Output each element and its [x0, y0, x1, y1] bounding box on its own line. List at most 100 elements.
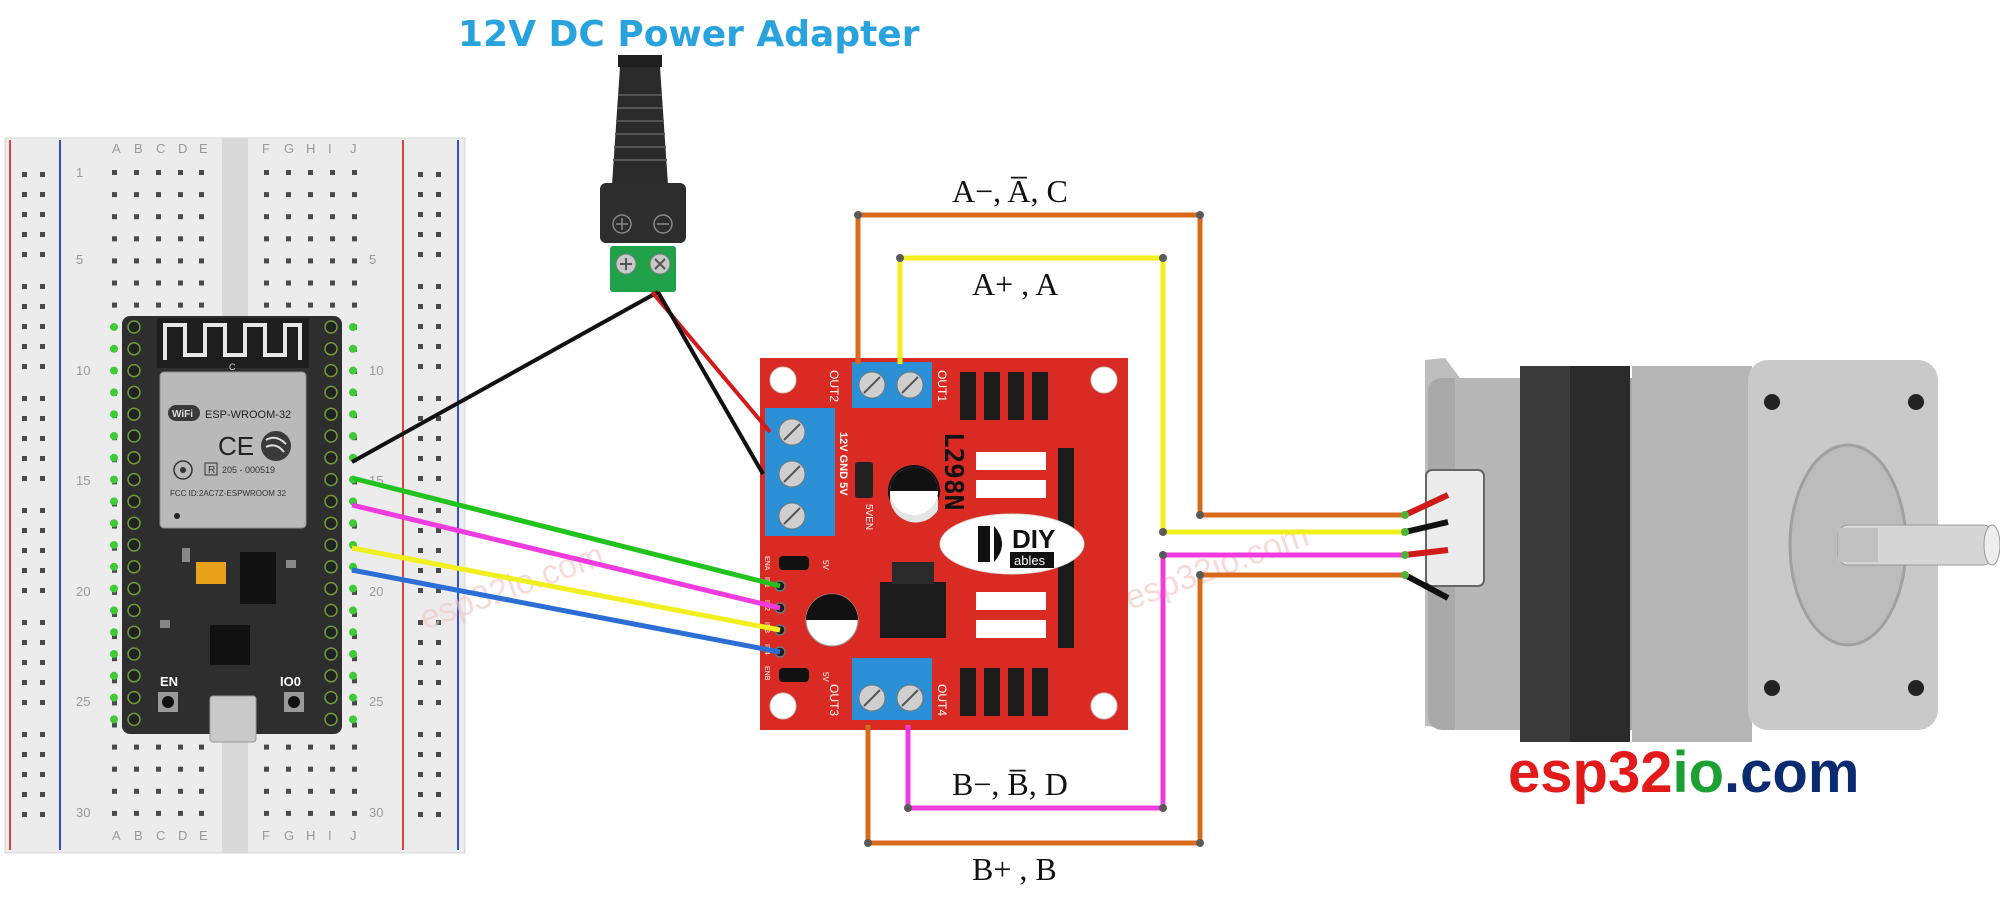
- en-button[interactable]: [158, 692, 178, 712]
- breadboard-hole: [112, 634, 117, 640]
- breadboard-contact: [110, 628, 118, 637]
- breadboard-hole: [352, 589, 357, 595]
- header-pin: [127, 429, 141, 443]
- breadboard-hole: [286, 766, 291, 772]
- breadboard-hole: [178, 744, 183, 750]
- header-pin: [324, 320, 338, 334]
- breadboard-hole: [352, 700, 357, 706]
- row-number: 20: [369, 584, 383, 599]
- breadboard-hole: [308, 236, 313, 242]
- breadboard-hole: [286, 788, 291, 794]
- breadboard-column-letters: A B C D E F G H I J A B C D E F G H I J: [112, 141, 357, 843]
- rail-hole: [40, 172, 45, 177]
- breadboard-hole: [308, 302, 313, 308]
- rail-hole: [436, 588, 441, 593]
- breadboard-hole: [178, 810, 183, 816]
- breadboard-contact: [110, 432, 118, 440]
- rail-hole: [418, 436, 423, 441]
- rail-hole: [22, 528, 27, 533]
- rail-hole: [418, 364, 423, 369]
- breadboard-hole: [330, 744, 335, 750]
- rail-hole: [436, 548, 441, 553]
- rail-hole: [22, 812, 27, 817]
- header-pin: [324, 669, 338, 683]
- rail-hole: [436, 252, 441, 257]
- rail-hole: [436, 192, 441, 197]
- brand-part3: .com: [1724, 740, 1859, 805]
- row-number: 25: [76, 694, 90, 709]
- col-letter: D: [178, 828, 187, 843]
- rail-hole: [418, 528, 423, 533]
- rail-hole: [40, 792, 45, 797]
- header-pin: [127, 603, 141, 618]
- esp32-board: C WiFi ESP-WROOM-32 CE R 205 - 000519 FC…: [110, 316, 357, 743]
- header-pin: [324, 363, 338, 378]
- rail-hole: [418, 752, 423, 757]
- header-pin: [324, 342, 338, 356]
- header-pin: [324, 429, 338, 443]
- breadboard-contact: [110, 323, 118, 331]
- out3-label: OUT3: [827, 684, 841, 716]
- diagram-title: 12V DC Power Adapter: [458, 14, 920, 55]
- rail-hole: [418, 252, 423, 257]
- dc-power-jack: [600, 55, 686, 292]
- breadboard-hole: [286, 258, 291, 264]
- esp32-pin-headers: [110, 320, 357, 727]
- io0-button[interactable]: [284, 692, 304, 712]
- header-pin: [127, 690, 141, 705]
- col-letter: F: [262, 828, 270, 843]
- breadboard-hole: [352, 788, 357, 794]
- header-pin: [127, 538, 141, 552]
- breadboard-hole: [286, 810, 291, 816]
- header-pin: [127, 385, 141, 400]
- header-pin: [127, 407, 141, 421]
- rail-hole: [436, 476, 441, 481]
- col-letter: H: [306, 828, 315, 843]
- breadboard-hole: [264, 192, 269, 198]
- mount-hole: [769, 366, 797, 394]
- breadboard-contact: [110, 562, 118, 571]
- breadboard-contact: [349, 366, 357, 375]
- header-pin: [127, 581, 141, 596]
- breadboard-hole: [112, 192, 117, 198]
- breadboard-hole: [112, 700, 117, 706]
- col-letter: E: [199, 141, 208, 156]
- capacitor: [805, 593, 859, 647]
- diyables-logo: DIY ables: [939, 513, 1085, 575]
- row-number: 10: [76, 363, 90, 378]
- breadboard-hole: [199, 236, 204, 242]
- breadboard-hole: [330, 766, 335, 772]
- breadboard-contact: [110, 388, 118, 397]
- breadboard-hole: [286, 192, 291, 198]
- breadboard-hole: [352, 236, 357, 242]
- breadboard-hole: [156, 214, 161, 220]
- breadboard-hole: [112, 236, 117, 242]
- rail-hole: [40, 680, 45, 685]
- espressif-logo-icon: [261, 431, 291, 461]
- rail-hole: [22, 660, 27, 665]
- breadboard-hole: [352, 722, 357, 728]
- label-a-plus: A+ , A: [972, 266, 1059, 302]
- wire-black-gnd: [656, 291, 765, 475]
- col-letter: G: [284, 828, 294, 843]
- row-number: 30: [76, 805, 90, 820]
- col-letter: I: [328, 828, 332, 843]
- breadboard-hole: [352, 612, 357, 617]
- brand-logo: esp32io.com: [1508, 740, 1859, 805]
- breadboard-hole: [112, 766, 117, 772]
- breadboard-hole: [330, 170, 335, 175]
- rail-hole: [436, 620, 441, 625]
- wire-black-power: [351, 290, 659, 464]
- svg-text:WiFi: WiFi: [172, 409, 193, 420]
- rail-hole: [22, 792, 27, 797]
- breadboard-contact: [110, 606, 118, 615]
- breadboard-contact: [110, 453, 118, 462]
- rail-hole: [40, 416, 45, 421]
- header-pin: [127, 363, 141, 378]
- wire-green-ena: [351, 475, 781, 589]
- svg-text:ENB: ENB: [763, 666, 770, 681]
- col-letter: E: [199, 828, 208, 843]
- breadboard-hole: [134, 258, 139, 264]
- small-5v-label: 5V: [821, 560, 830, 570]
- chip-label: L298N: [938, 432, 968, 510]
